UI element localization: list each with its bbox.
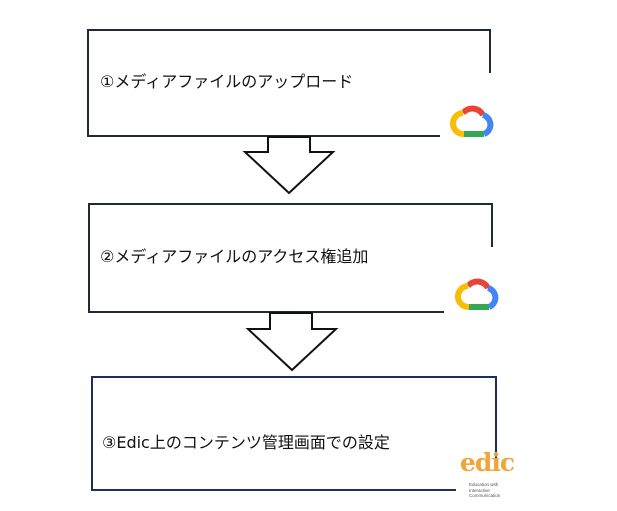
- arrow-down-2: [245, 312, 339, 372]
- edic-tagline-line: Communication: [469, 493, 501, 498]
- google-cloud-logo-icon: [455, 278, 499, 310]
- step1-box: [87, 29, 491, 137]
- edic-tagline-line: Interactive: [469, 487, 490, 493]
- step3-label: ③Edic上のコンテンツ管理画面での設定: [102, 433, 390, 452]
- edic-logo-word: edic: [460, 448, 515, 477]
- step2-box: [88, 203, 493, 313]
- edic-tagline-line: Education with: [469, 482, 499, 487]
- arrow-down-1: [242, 136, 336, 195]
- step3-box: [91, 376, 497, 491]
- edic-logo-tagline: Education with Interactive Communication: [469, 482, 500, 499]
- edic-logo: edic Education with Interactive Communic…: [458, 448, 522, 507]
- google-cloud-logo-icon: [450, 105, 494, 137]
- step1-label: ①メディアファイルのアップロード: [100, 72, 354, 91]
- step2-label: ②メディアファイルのアクセス権追加: [100, 247, 369, 266]
